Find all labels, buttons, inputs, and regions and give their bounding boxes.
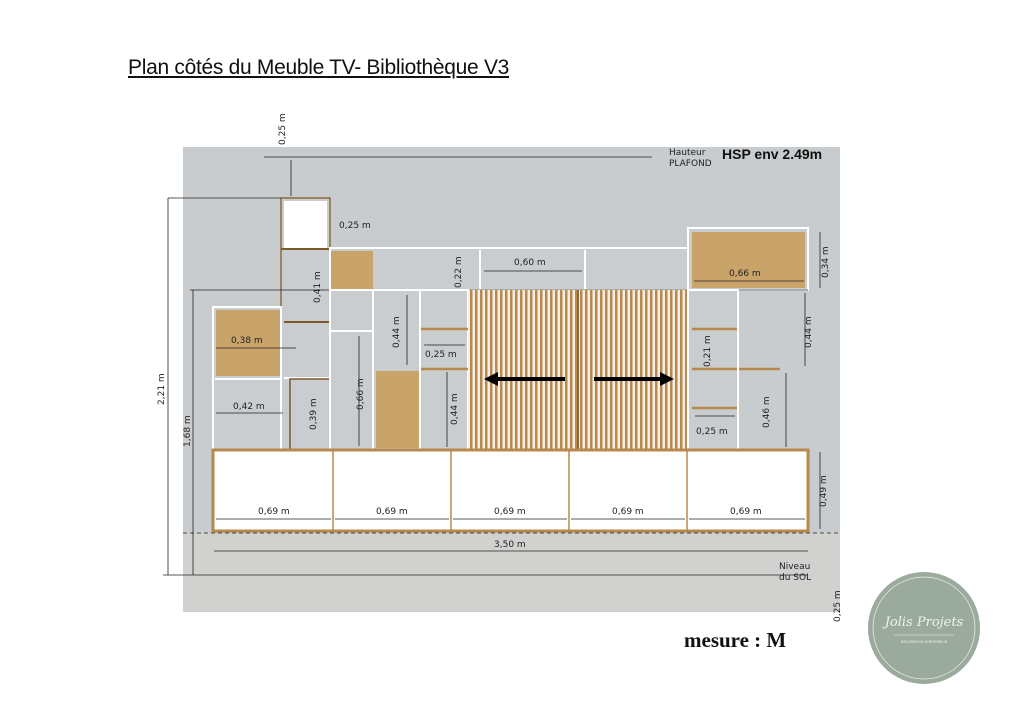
- dim-niche-025: 0,25 m: [425, 350, 457, 360]
- dim-col-041: 0,41 m: [313, 271, 323, 303]
- dim-top-gap: 0,25 m: [278, 113, 288, 145]
- wood-panel: [331, 251, 373, 289]
- dim-col-039: 0,39 m: [309, 398, 319, 430]
- dim-col-066: 0,66 m: [356, 378, 366, 410]
- dim-col-044-top: 0,44 m: [392, 316, 402, 348]
- dim-drawer: 0,69 m: [612, 507, 644, 517]
- dim-left-box-038: 0,38 m: [231, 336, 263, 346]
- slide-right-arrow-icon: [594, 372, 674, 386]
- page-title: Plan côtés du Meuble TV- Bibliothèque V3: [128, 56, 510, 79]
- dim-upper-060: 0,60 m: [514, 258, 546, 268]
- base-cabinet: [211, 448, 810, 533]
- ceiling-label: PLAFOND: [669, 159, 712, 169]
- floor-label: du SOL: [779, 573, 811, 583]
- dim-total-height: 2,21 m: [157, 373, 167, 405]
- dim-left-042: 0,42 m: [233, 402, 265, 412]
- svg-text:Jolis Projets: Jolis Projets: [882, 615, 964, 630]
- dim-right-box-034: 0,34 m: [821, 246, 831, 278]
- dim-right-025: 0,25 m: [696, 427, 728, 437]
- dim-base-049: 0,49 m: [819, 475, 829, 507]
- dim-drawer: 0,69 m: [494, 507, 526, 517]
- jolis-projets-logo: Jolis Projets DÉCORATION D'INTÉRIEUR: [868, 572, 980, 684]
- ceiling-height-label: HSP env 2.49m: [722, 146, 822, 162]
- dim-upper-022: 0,22 m: [454, 256, 464, 288]
- dim-height-168: 1,68 m: [183, 415, 193, 447]
- slide-left-arrow-icon: [484, 372, 565, 386]
- dim-col-044-bottom: 0,44 m: [450, 393, 460, 425]
- floor-label: Niveau: [779, 562, 810, 572]
- dim-floor-025: 0,25 m: [833, 590, 843, 622]
- dim-top-cell-width: 0,25 m: [339, 221, 371, 231]
- dim-drawer: 0,69 m: [730, 507, 762, 517]
- units-label: mesure : M: [684, 628, 787, 652]
- dim-total-width: 3,50 m: [494, 540, 526, 550]
- dim-right-box-066: 0,66 m: [729, 269, 761, 279]
- upper-band: [329, 247, 689, 291]
- ceiling-label: Hauteur: [669, 148, 706, 158]
- dim-right-044: 0,44 m: [804, 316, 814, 348]
- svg-text:DÉCORATION D'INTÉRIEUR: DÉCORATION D'INTÉRIEUR: [901, 639, 948, 644]
- dim-drawer: 0,69 m: [376, 507, 408, 517]
- dim-right-046: 0,46 m: [762, 396, 772, 428]
- dim-drawer: 0,69 m: [258, 507, 290, 517]
- floor-background: [183, 533, 840, 612]
- dim-right-021: 0,21 m: [703, 335, 713, 367]
